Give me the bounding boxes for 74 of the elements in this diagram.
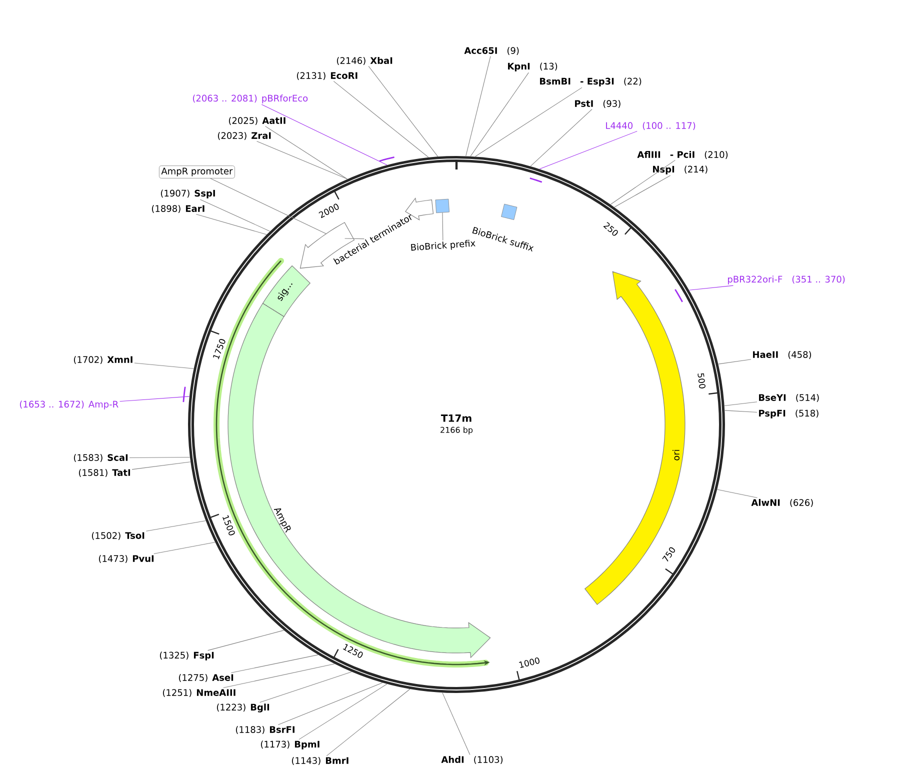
leader-line bbox=[261, 104, 388, 166]
tick-label: 1250 bbox=[342, 644, 363, 658]
leader-line bbox=[210, 178, 327, 234]
site-label: HaeII (458) bbox=[753, 350, 812, 359]
tick-label: 500 bbox=[698, 373, 706, 388]
site-label: (1251) NmeAIII bbox=[162, 688, 236, 697]
site-label: (1898) EarI bbox=[152, 204, 204, 213]
feature-label-box: AmpR promoter bbox=[159, 166, 235, 178]
site-label: (1275) AseI bbox=[178, 674, 234, 682]
site-label: (2146) XbaI bbox=[336, 56, 392, 66]
leader-line bbox=[442, 212, 444, 241]
primer-label: (1653 .. 1672) Amp-R bbox=[20, 400, 118, 410]
site-label: BsmBI - Esp3I (22) bbox=[540, 78, 642, 86]
leader-line bbox=[614, 175, 671, 208]
leader-line bbox=[200, 199, 270, 232]
leader-line bbox=[470, 72, 529, 156]
leader-line bbox=[129, 456, 190, 458]
primer-label: L4440 (100 .. 117) bbox=[606, 122, 696, 130]
leader-line bbox=[724, 402, 758, 406]
site-label: (1223) BglI bbox=[216, 704, 270, 712]
site-label: PstI (93) bbox=[575, 100, 620, 108]
site-label: (1173) BpmI bbox=[260, 740, 320, 750]
site-label: AhdI (1103) bbox=[441, 756, 503, 764]
leader-line bbox=[539, 130, 638, 170]
site-label: BseYI (514) bbox=[759, 394, 819, 402]
leader-line bbox=[134, 362, 194, 369]
leader-line bbox=[256, 140, 348, 180]
tick-label: 1000 bbox=[519, 658, 540, 668]
site-label: (2023) ZraI bbox=[218, 132, 271, 140]
site-label: KpnI (13) bbox=[508, 62, 558, 72]
site-label: Acc65I (9) bbox=[464, 46, 519, 55]
site-label: (1583) ScaI bbox=[74, 454, 128, 462]
leader-line bbox=[610, 160, 676, 205]
leader-line bbox=[120, 396, 190, 402]
leader-line bbox=[208, 630, 284, 651]
leader-line bbox=[326, 688, 410, 756]
site-label: AlwNI (626) bbox=[751, 498, 813, 508]
leader-line bbox=[466, 56, 491, 156]
leader-line bbox=[442, 692, 470, 756]
leader-line bbox=[344, 238, 364, 240]
leader-line bbox=[230, 654, 318, 674]
site-label: (1473) PvuI bbox=[98, 554, 154, 563]
site-label: PspFI (518) bbox=[759, 410, 818, 418]
leader-line bbox=[333, 80, 429, 158]
leader-line bbox=[223, 664, 335, 688]
site-label: (1325) FspI bbox=[160, 652, 214, 660]
primer-label: pBR322ori-F (351 .. 370) bbox=[728, 276, 845, 284]
leader-line bbox=[718, 359, 752, 364]
site-label: AflIII - PciI (210) bbox=[637, 150, 728, 160]
site-label: (1907) SspI bbox=[160, 190, 215, 198]
site-label: (1183) BsrFI bbox=[236, 726, 294, 734]
leader-line bbox=[298, 684, 388, 740]
site-label: (2025) AatII bbox=[228, 116, 286, 125]
leader-line bbox=[724, 410, 758, 412]
leader-line bbox=[265, 126, 348, 180]
leader-line bbox=[146, 520, 206, 532]
site-label: (1143) BmrI bbox=[292, 756, 348, 765]
site-label: (1581) TatI bbox=[78, 468, 130, 477]
leader-line bbox=[530, 108, 592, 166]
leader-line bbox=[154, 542, 216, 554]
leader-line bbox=[368, 66, 438, 157]
site-label: NspI (214) bbox=[653, 166, 708, 174]
leader-line bbox=[474, 87, 582, 157]
primer-label: (2063 .. 2081) pBRforEco bbox=[192, 94, 308, 104]
site-label: (1502) TsoI bbox=[92, 532, 144, 540]
leader-line bbox=[716, 489, 758, 498]
site-label: (2131) EcoRI bbox=[296, 72, 358, 80]
leader-line bbox=[278, 682, 383, 726]
leader-line bbox=[260, 672, 352, 703]
leader-line bbox=[688, 285, 734, 290]
leader-line bbox=[196, 214, 267, 235]
tick-label: 250 bbox=[603, 222, 618, 236]
site-label: (1702) XmnI bbox=[74, 356, 132, 364]
leader-line bbox=[132, 462, 191, 470]
